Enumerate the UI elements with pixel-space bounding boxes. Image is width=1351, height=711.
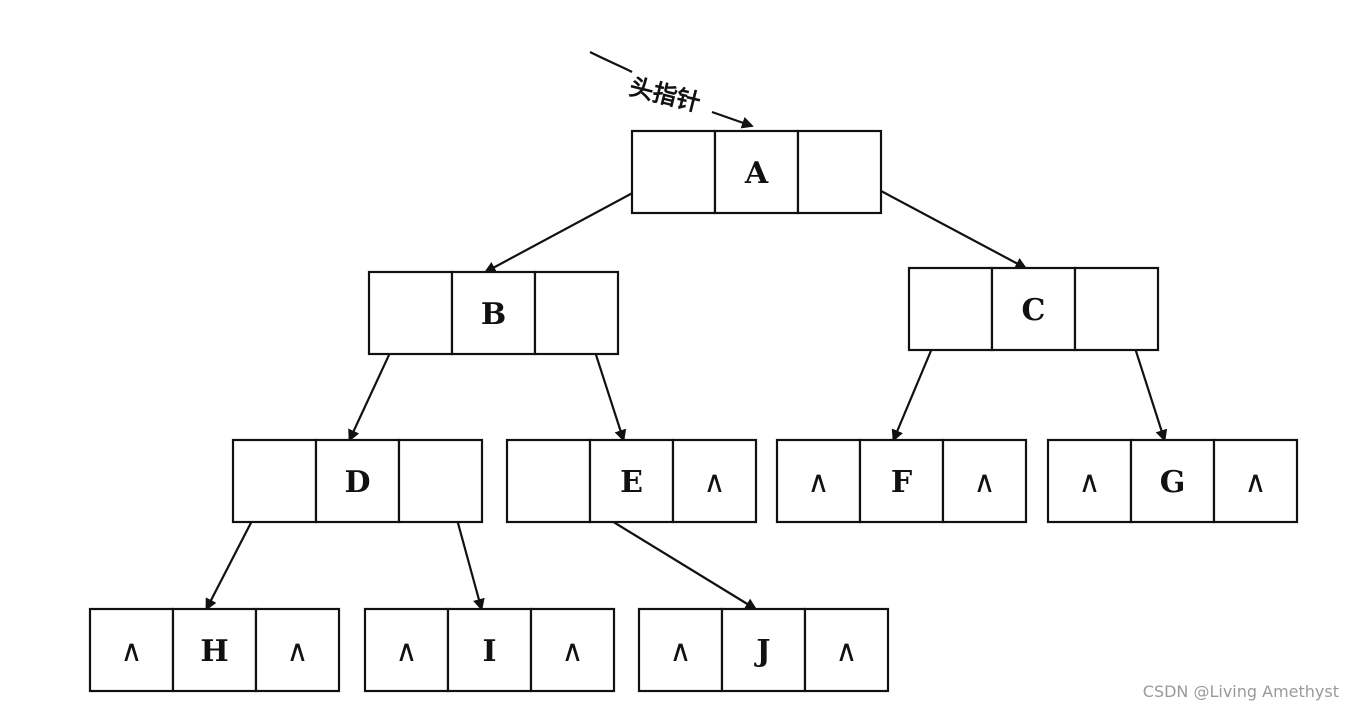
node-d-label: D xyxy=(344,465,370,500)
node-e-right-cell xyxy=(671,438,758,524)
node-h: ∧ H ∧ xyxy=(88,607,341,693)
node-e: E∧ xyxy=(505,438,758,524)
node-c-label: C xyxy=(1022,293,1046,328)
node-j-right-null-symbol: ∧ xyxy=(836,634,858,669)
node-a-right-cell xyxy=(796,129,883,215)
node-g-data-cell xyxy=(1129,438,1216,524)
node-g-right-null-symbol: ∧ xyxy=(1245,465,1267,500)
node-h-label: H xyxy=(200,634,228,669)
head-pointer-arrow xyxy=(589,51,633,73)
node-h-right-null-symbol: ∧ xyxy=(287,634,309,669)
node-h-left-null-symbol: ∧ xyxy=(121,634,143,669)
node-f-right-null-symbol: ∧ xyxy=(974,465,996,500)
watermark: CSDN @Living Amethyst xyxy=(1142,682,1339,701)
node-b-right-cell xyxy=(533,270,620,356)
node-b-label: B xyxy=(481,297,506,332)
node-i-right-null-symbol: ∧ xyxy=(562,634,584,669)
node-h-right-cell xyxy=(254,607,341,693)
node-c: C xyxy=(907,266,1160,352)
head-pointer-arrow-tail xyxy=(711,110,754,129)
node-e-left-cell xyxy=(505,438,592,524)
node-d-left-cell xyxy=(231,438,318,524)
node-a-left-cell xyxy=(630,129,717,215)
node-g-right-cell xyxy=(1212,438,1299,524)
node-i-data-cell xyxy=(446,607,533,693)
node-a-label: A xyxy=(744,156,769,191)
node-f-label: F xyxy=(891,465,912,500)
node-j-label: J xyxy=(753,634,770,669)
node-c-data-cell xyxy=(990,266,1077,352)
head-pointer-label: 头指针 xyxy=(627,73,704,118)
node-f-right-cell xyxy=(941,438,1028,524)
node-g-left-cell xyxy=(1046,438,1133,524)
node-g: ∧ G ∧ xyxy=(1046,438,1299,524)
node-i-label: I xyxy=(482,634,496,669)
node-i-right-cell xyxy=(529,607,616,693)
node-d: D xyxy=(231,438,484,524)
node-j-left-cell xyxy=(637,607,724,693)
node-g-label: G xyxy=(1160,465,1186,500)
node-c-right-cell xyxy=(1073,266,1160,352)
node-b-data-cell xyxy=(450,270,537,356)
node-j: ∧ J ∧ xyxy=(637,607,890,693)
node-h-left-cell xyxy=(88,607,175,693)
node-i-left-cell xyxy=(363,607,450,693)
node-j-left-null-symbol: ∧ xyxy=(670,634,692,669)
node-d-data-cell xyxy=(314,438,401,524)
node-b: B xyxy=(367,270,620,356)
node-f: ∧ F ∧ xyxy=(775,438,1028,524)
node-c-left-cell xyxy=(907,266,994,352)
edges-layer xyxy=(205,171,1168,611)
node-i-left-null-symbol: ∧ xyxy=(396,634,418,669)
head-pointer: 头指针 xyxy=(589,51,754,129)
node-i: ∧ I ∧ xyxy=(363,607,616,693)
node-e-label: E xyxy=(620,465,643,500)
node-g-left-null-symbol: ∧ xyxy=(1079,465,1101,500)
node-b-left-cell xyxy=(367,270,454,356)
node-f-left-cell xyxy=(775,438,862,524)
node-d-right-cell xyxy=(397,438,484,524)
node-j-right-cell xyxy=(803,607,890,693)
node-f-data-cell xyxy=(858,438,945,524)
node-e-data-cell xyxy=(588,438,675,524)
node-f-left-null-symbol: ∧ xyxy=(808,465,830,500)
node-a: A xyxy=(630,129,883,215)
node-e-right-null-symbol: ∧ xyxy=(704,465,726,500)
